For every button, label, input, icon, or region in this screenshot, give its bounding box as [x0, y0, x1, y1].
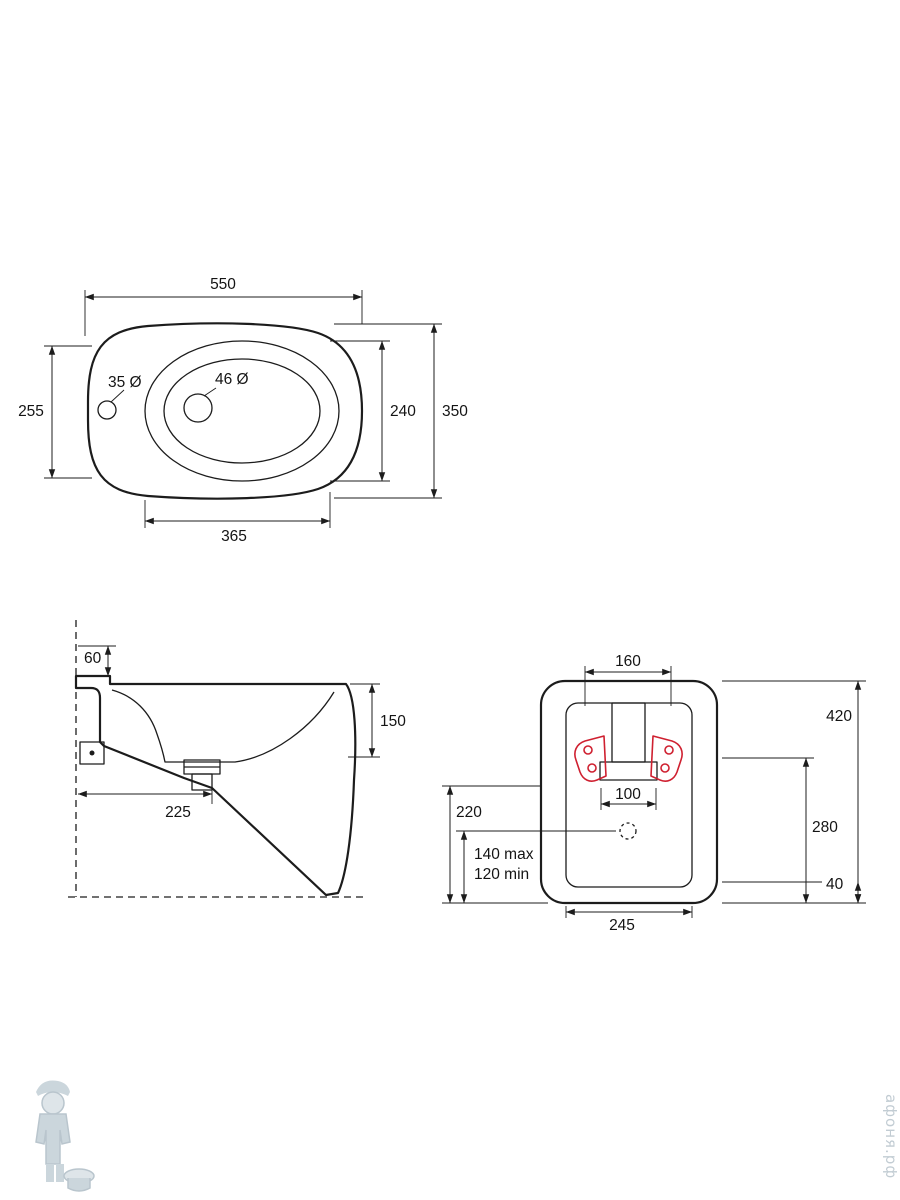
- plumber-cap-icon: [36, 1080, 70, 1096]
- dim-label: 255: [18, 403, 44, 420]
- leader-line: [110, 389, 125, 403]
- plumber-body-icon: [35, 1113, 71, 1165]
- dim-label: 100: [615, 786, 641, 803]
- plumber-leg-icon: [46, 1164, 54, 1182]
- dim-left-depth: 255: [18, 345, 92, 479]
- dim-fixing-height: 280: [722, 757, 838, 904]
- mounting-bracket-right: [650, 735, 683, 782]
- dim-label: 240: [390, 403, 416, 420]
- bowl-line: [163, 358, 321, 464]
- dim-overall-depth: 350: [334, 323, 468, 499]
- bolt-hole: [664, 745, 674, 755]
- dim-label: 140 max: [474, 846, 534, 863]
- dim-rim-depth: 150: [348, 683, 406, 758]
- bidet-side-outline: [74, 674, 357, 897]
- dim-inner-depth: 240: [330, 340, 416, 482]
- dim-inlet-height: 220: [442, 785, 548, 904]
- dim-label: 550: [210, 276, 236, 293]
- bidet-back-outline: [539, 679, 719, 905]
- dim-label: 40: [826, 876, 844, 893]
- water-inlet: [619, 822, 637, 840]
- dim-fixing-spacing: 100: [600, 786, 657, 810]
- bolt-hole: [583, 745, 593, 755]
- dim-label: 150: [380, 713, 406, 730]
- bidet-outline: [86, 322, 364, 500]
- dim-supply-height-range: 140 max 120 min: [456, 830, 616, 904]
- watermark-plumber-logo: [35, 1080, 95, 1192]
- mounting-bracket-left: [574, 735, 607, 782]
- dim-overall-height: 420: [722, 680, 866, 904]
- dim-front-width: 365: [144, 492, 331, 545]
- drain-hole-label: 46 Ø: [215, 371, 249, 388]
- dim-label: 280: [812, 819, 838, 836]
- bolt-hole: [660, 763, 670, 773]
- dim-label: 225: [165, 804, 191, 821]
- dim-overall-width: 550: [84, 276, 363, 336]
- dim-label: 160: [615, 653, 641, 670]
- flush-pipe: [611, 702, 646, 763]
- drain-trap-pipe: [191, 773, 213, 791]
- back-view: 160 100 220 140 max 120 min 420: [442, 653, 866, 934]
- basin-interior-line: [111, 689, 335, 763]
- dim-label: 120 min: [474, 866, 529, 883]
- dim-wall-offset: 60: [78, 645, 116, 677]
- watermark-site-text: афоня.рф: [882, 1094, 900, 1179]
- bolt-hole: [587, 763, 597, 773]
- dim-base-lip-height: 40: [722, 876, 862, 904]
- dim-label: 60: [84, 650, 102, 667]
- tap-hole-label: 35 Ø: [108, 374, 142, 391]
- dim-drain-from-wall: 225: [77, 784, 213, 821]
- side-view: 60 150 225: [68, 620, 406, 898]
- dim-label: 365: [221, 528, 247, 545]
- tap-hole: [97, 400, 117, 420]
- fixing-plate: [79, 741, 105, 765]
- dim-top-width: 160: [584, 653, 672, 706]
- dim-base-width: 245: [565, 906, 693, 934]
- leader-line: [203, 387, 217, 397]
- dim-label: 420: [826, 708, 852, 725]
- drain-hole: [183, 393, 213, 423]
- dim-label: 220: [456, 804, 482, 821]
- toilet-bowl-icon: [67, 1178, 91, 1192]
- dim-label: 245: [609, 917, 635, 934]
- plumber-leg-icon: [56, 1164, 64, 1182]
- bracket-bar: [599, 761, 658, 781]
- rim-line: [144, 340, 340, 482]
- dim-label: 350: [442, 403, 468, 420]
- fixing-plate-hole: [89, 750, 95, 756]
- top-view: 35 Ø 46 Ø 550 255 350 240: [18, 276, 468, 545]
- plumber-head-icon: [41, 1091, 65, 1115]
